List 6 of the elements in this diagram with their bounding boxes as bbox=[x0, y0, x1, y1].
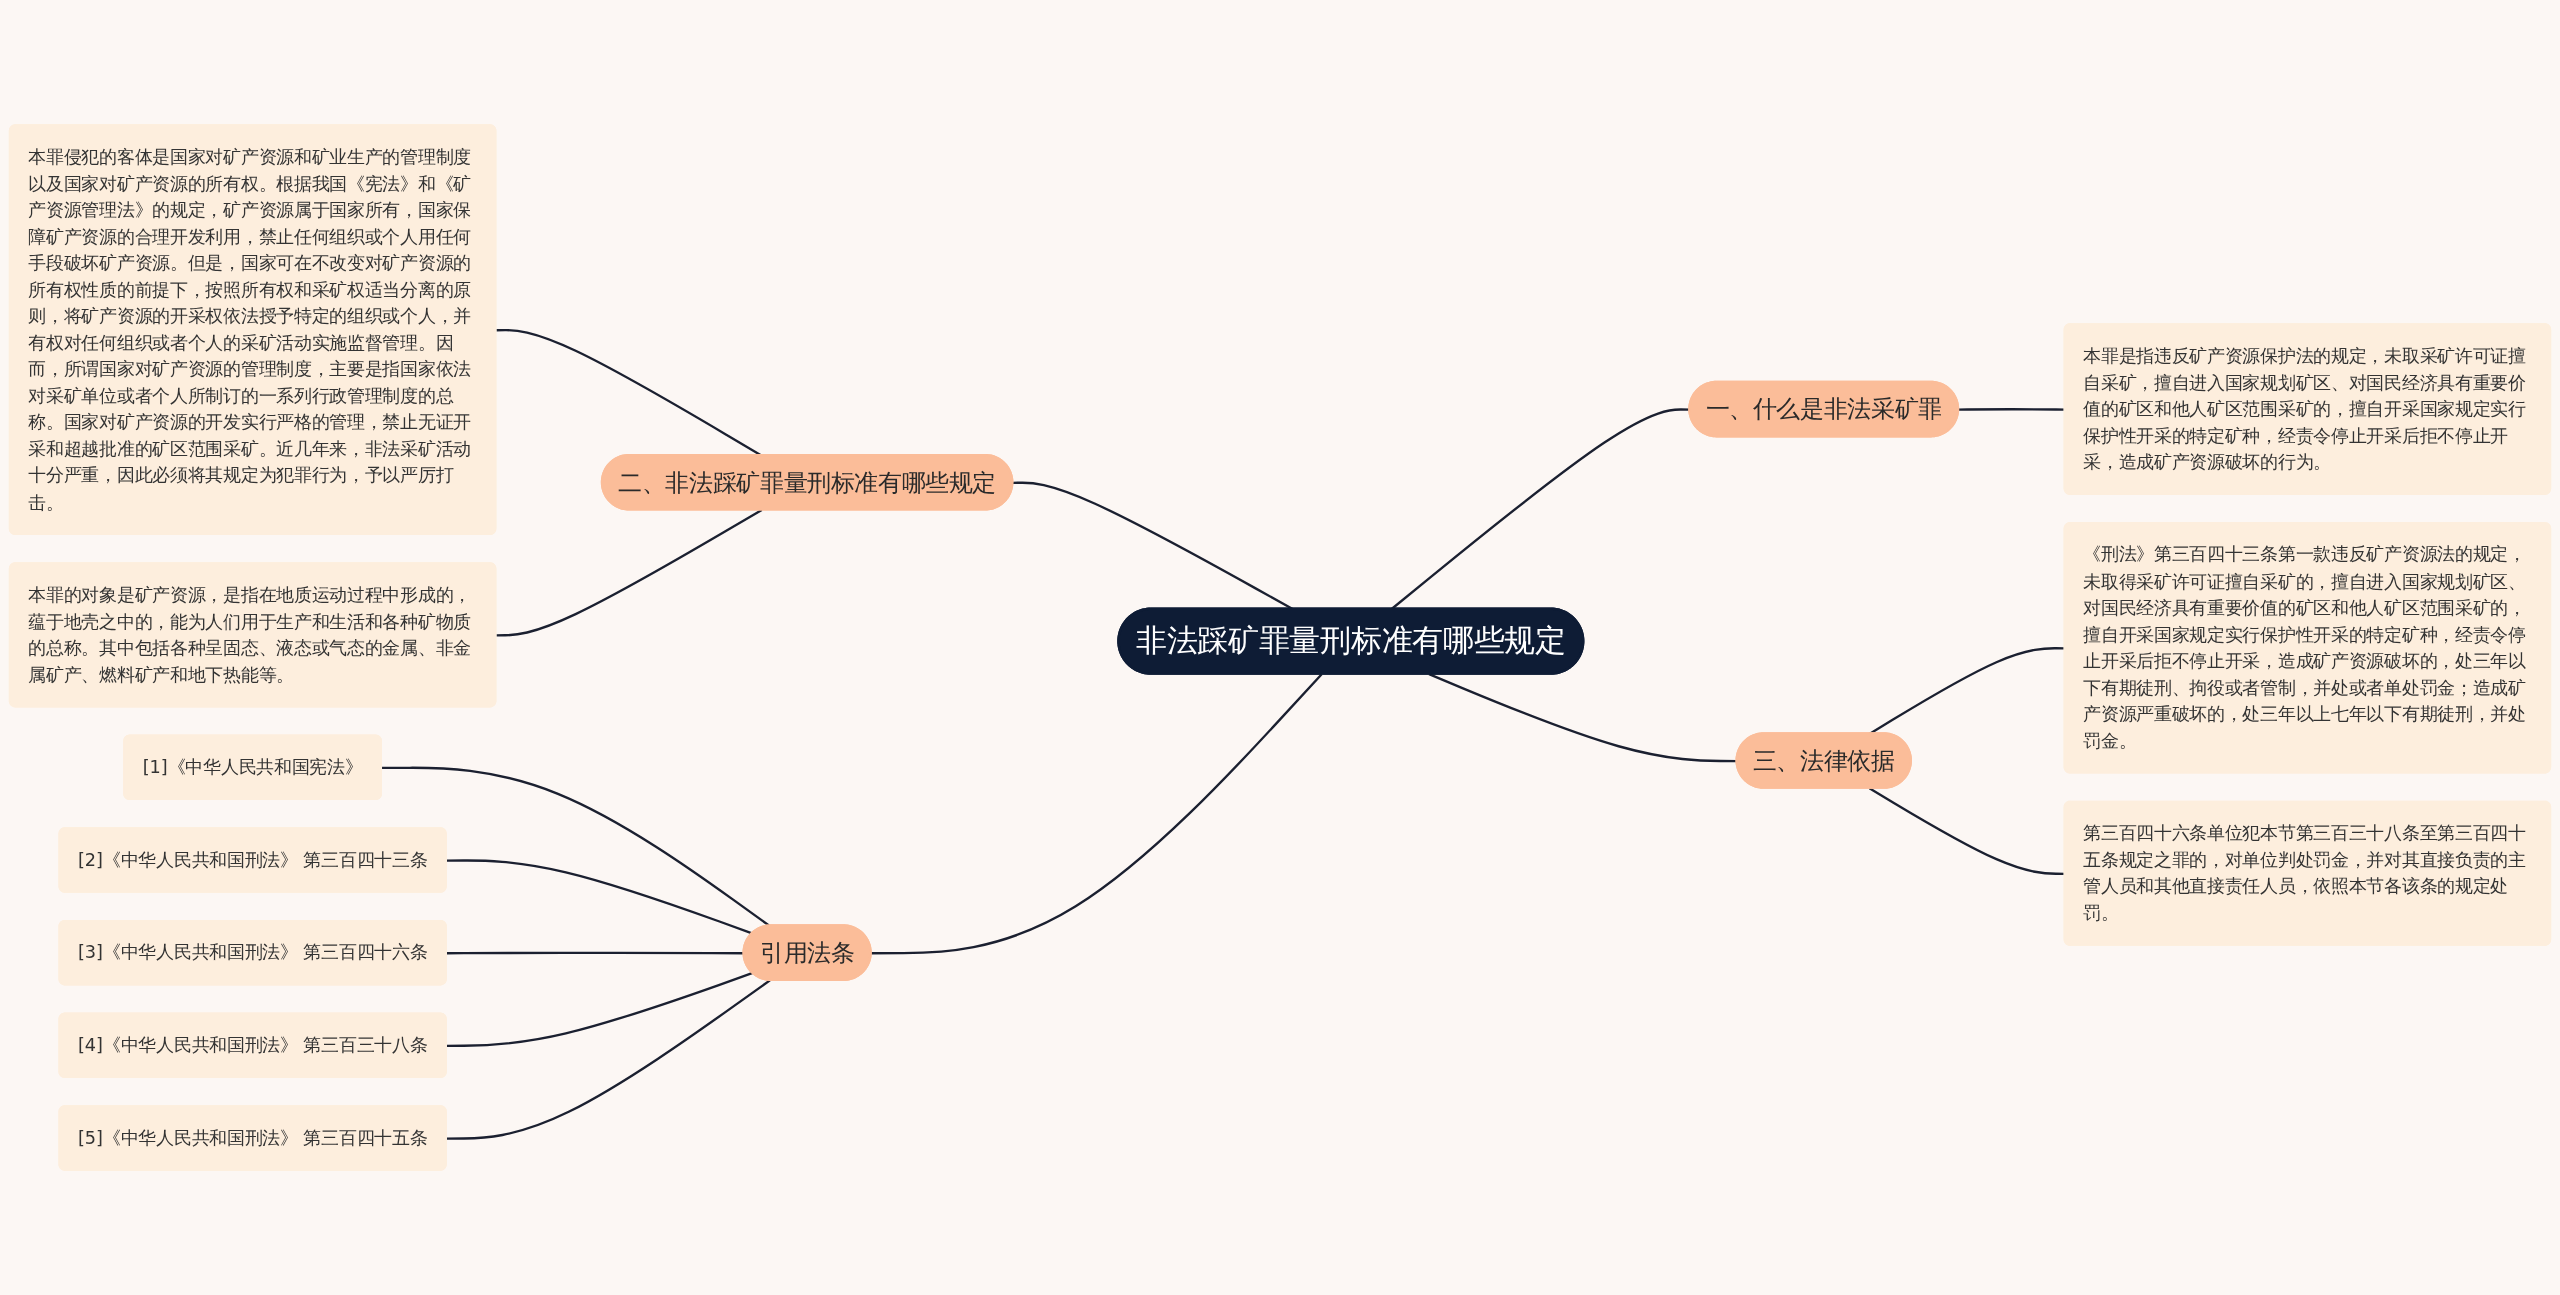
connector bbox=[446, 859, 754, 935]
connector bbox=[1958, 408, 2065, 411]
connector bbox=[446, 979, 771, 1140]
connector bbox=[1868, 787, 2065, 876]
connector bbox=[871, 673, 1323, 955]
connector bbox=[446, 971, 754, 1048]
